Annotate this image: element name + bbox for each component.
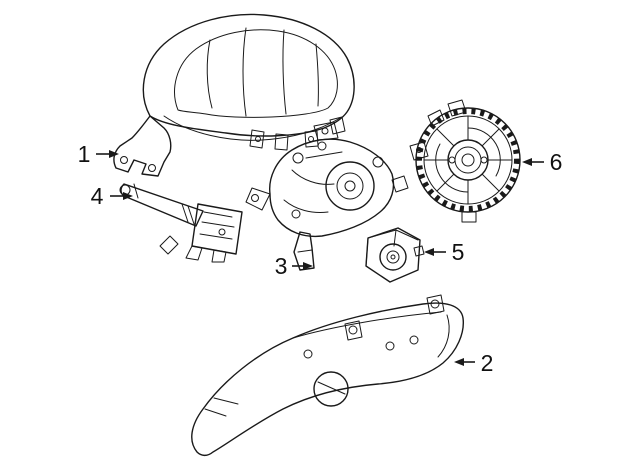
callout-6[interactable]: 6	[522, 149, 562, 175]
callout-4-arrowhead	[123, 192, 133, 200]
housing-lower-tab	[293, 231, 315, 271]
callout-6-arrowhead	[522, 158, 532, 166]
callout-2-arrowhead	[454, 358, 464, 366]
callout-2[interactable]: 2	[454, 350, 493, 376]
part-upper-column-shroud	[113, 13, 355, 177]
callout-1[interactable]: 1	[78, 141, 119, 167]
part-lower-trim-panel	[191, 294, 464, 457]
callout-5[interactable]: 5	[424, 239, 464, 265]
part-multifunction-switch	[119, 183, 243, 263]
callout-3-arrowhead	[303, 262, 313, 270]
callout-1-arrowhead	[109, 150, 119, 158]
shroud-mount-bracket	[113, 115, 172, 177]
callout-5-label: 5	[452, 239, 465, 265]
part-clockspring-coil	[409, 99, 521, 223]
callout-2-label: 2	[481, 350, 494, 376]
callout-3-label: 3	[275, 253, 288, 279]
callout-5-arrowhead	[424, 248, 434, 256]
callout-3[interactable]: 3	[275, 253, 313, 279]
callout-4[interactable]: 4	[91, 183, 133, 209]
part-sensor-module	[365, 227, 425, 283]
callout-6-label: 6	[550, 149, 563, 175]
callout-4-label: 4	[91, 183, 104, 209]
callout-1-label: 1	[78, 141, 91, 167]
part-column-housing	[245, 121, 409, 271]
